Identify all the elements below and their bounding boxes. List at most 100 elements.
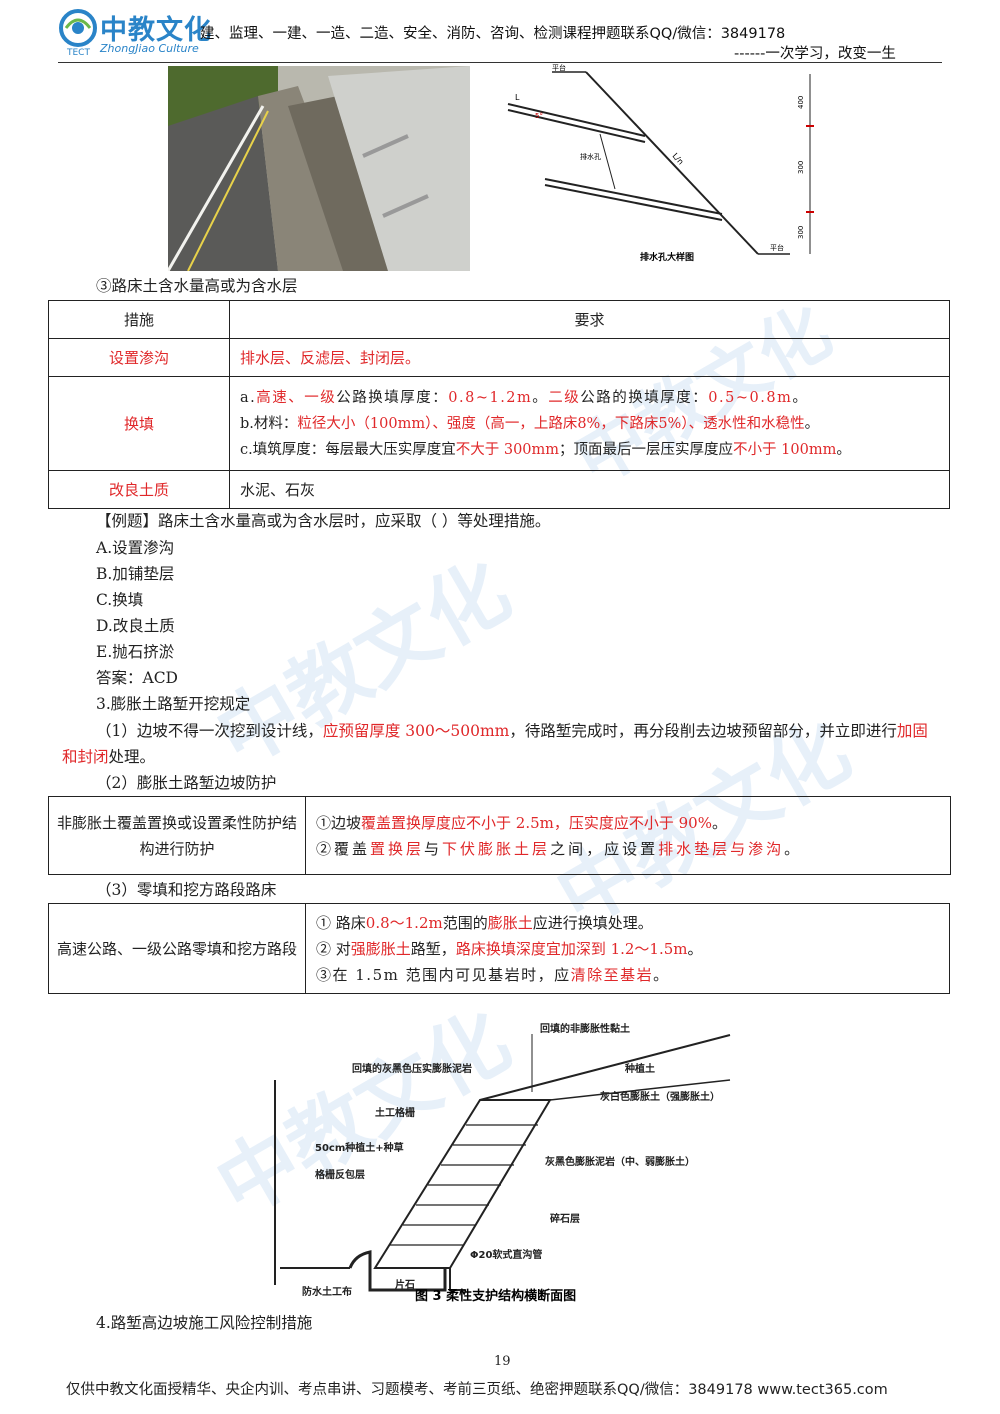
text-highlight: 膨胀土 [487, 913, 533, 932]
text: c.填筑厚度：每层最大压实厚度宜 [240, 441, 456, 458]
diagram2-label: 种植土 [624, 1062, 655, 1075]
text: 。 [653, 965, 670, 984]
section3-sub3: （3）零填和挖方路段路床 [96, 881, 277, 899]
example-option: C.换填 [96, 591, 144, 609]
diagram2-label: 回填的非膨胀性黏土 [540, 1022, 630, 1035]
diagram2-label: 格栅反包层 [315, 1168, 365, 1181]
text-highlight: 强膨胀土 [350, 939, 411, 958]
text-highlight: 0.8～1.2m [365, 913, 443, 932]
logo-english: ZhongJiao Culture [100, 42, 199, 55]
water-content-table: 措施 要求 设置渗沟 排水层、反滤层、封闭层。 换填 a.高速、一级公路换填厚度… [48, 300, 950, 509]
text: a. [240, 389, 257, 406]
section4-title: 4.路堑高边坡施工风险控制措施 [96, 1314, 313, 1332]
example-option: D.改良土质 [96, 617, 175, 635]
text: 应进行换填处理。 [532, 913, 653, 932]
replace-line-a: a.高速、一级公路换填厚度：0.8~1.2m。二级公路的换填厚度：0.5~0.8… [240, 385, 948, 411]
diagram2-label: 50cm种植土+种草 [315, 1141, 404, 1154]
table-cell-requirement: 排水层、反滤层、封闭层。 [229, 338, 950, 377]
zero-fill-table: 高速公路、一级公路零填和挖方路段 ① 路床0.8～1.2m范围的膨胀土应进行换填… [48, 903, 950, 994]
replace-line-c: c.填筑厚度：每层最大压实厚度宜不大于 300mm；顶面最后一层压实厚度应不小于… [240, 437, 948, 463]
diagram1-title: 排水孔大样图 [640, 251, 694, 263]
logo-text: 中教文化 [100, 15, 212, 46]
text: ①边坡 [316, 813, 362, 832]
diagram1-label: 平台 [552, 64, 566, 72]
text: 处理。 [108, 748, 156, 766]
text: ；顶面最后一层压实厚度应 [559, 441, 734, 458]
table-header-measure: 措施 [48, 300, 230, 339]
text: 。 [532, 389, 549, 406]
text-highlight: 不小于 100mm [733, 441, 837, 458]
text: 。 [687, 939, 703, 958]
table-cell-measure: 设置渗沟 [48, 338, 230, 377]
table-cell-left: 高速公路、一级公路零填和挖方路段 [48, 903, 306, 994]
text-highlight: 粒径大小（100mm）、强度（高一，上路床8%，下路床5%）、透水性和水稳性 [297, 415, 805, 432]
drain-hole-diagram: 平台 L 5° 排水孔 L/n 400 300 300 平台 排水孔大样图 [507, 64, 814, 263]
section3-sub2: （2）膨胀土路堑边坡防护 [96, 774, 277, 792]
section-water-heading: ③路床土含水量高或为含水层 [96, 277, 298, 295]
logo-sub: TECT [67, 48, 90, 58]
table-header-requirement: 要求 [229, 300, 950, 339]
section3-title: 3.膨胀土路堑开挖规定 [96, 695, 251, 713]
example-option: E.抛石挤淤 [96, 643, 175, 661]
table-cell-requirement: 水泥、石灰 [229, 470, 950, 509]
header-divider [58, 62, 942, 63]
text: b.材料： [240, 415, 298, 432]
text: 。 [784, 839, 803, 858]
diagram2-label: 土工格栅 [375, 1106, 415, 1119]
example-question: 【例题】路床土含水量高或为含水层时，应采取（ ）等处理措施。 [96, 512, 551, 530]
header-line1: 建、监理、一建、一造、二造、安全、消防、咨询、检测课程押题联系QQ/微信：384… [200, 26, 786, 42]
table-cell-measure: 改良土质 [48, 470, 230, 509]
text-highlight: 0.8~1.2m [448, 389, 533, 406]
text: 与 [424, 839, 443, 858]
text: 。 [804, 415, 820, 432]
replace-line-b: b.材料：粒径大小（100mm）、强度（高一，上路床8%，下路床5%）、透水性和… [240, 411, 948, 437]
text: 之间，应设置 [550, 839, 659, 858]
header-line2: ------一次学习，改变一生 [734, 46, 896, 62]
diagram2-label: 防水土工布 [302, 1285, 352, 1298]
text: （1）边坡不得一次挖到设计线， [96, 722, 323, 740]
diagram2-label: 回填的灰黑色压实膨胀泥岩 [352, 1062, 472, 1075]
table-cell-requirement: a.高速、一级公路换填厚度：0.8~1.2m。二级公路的换填厚度：0.5~0.8… [229, 376, 950, 471]
text-highlight: 覆盖置换厚度应不小于 2.5m，压实度应不小于 90% [361, 813, 712, 832]
text: ① 路床 [316, 913, 366, 932]
diagram1-label: 300 [797, 226, 805, 239]
line: ③在 1.5m 范围内可见基岩时，应清除至基岩。 [316, 962, 948, 988]
flexible-support-diagram: 回填的非膨胀性黏土 回填的灰黑色压实膨胀泥岩 种植土 灰白色膨胀土（强膨胀土） … [274, 1022, 731, 1304]
diagram2-label: Φ20软式直沟管 [470, 1248, 542, 1261]
text-highlight: 加固和封闭 [62, 722, 928, 766]
text-highlight: 路床换填深度宜加深到 1.2～1.5m [455, 939, 688, 958]
text: ② 对 [316, 939, 351, 958]
text-highlight: 清除至基岩 [570, 965, 654, 984]
diagram2-label: 灰黑色膨胀泥岩（中、弱膨胀土） [545, 1155, 695, 1168]
expansive-slope-table: 非膨胀土覆盖置换或设置柔性防护结构进行防护 ①边坡覆盖置换厚度应不小于 2.5m… [48, 796, 951, 875]
line: ①边坡覆盖置换厚度应不小于 2.5m，压实度应不小于 90%。 [316, 810, 949, 836]
text: ，待路堑完成时，再分段削去边坡预留部分，并立即进行 [509, 722, 897, 740]
table-cell-measure: 换填 [48, 376, 230, 471]
text: ③在 1.5m 范围内可见基岩时，应 [316, 965, 571, 984]
diagram1-label: 5° [535, 112, 543, 120]
diagram2-label: 片石 [395, 1278, 415, 1291]
text-highlight: 0.5~0.8m [708, 389, 793, 406]
example-option: B.加铺垫层 [96, 565, 175, 583]
diagram1-label: 排水孔 [580, 152, 601, 161]
diagram1-label: L [515, 93, 520, 102]
text-highlight: 置换层 [370, 839, 425, 858]
example-option: A.设置渗沟 [96, 539, 175, 557]
text-highlight: 排水垫层与渗沟 [658, 839, 785, 858]
page-number: 19 [494, 1354, 511, 1369]
table-cell-left: 非膨胀土覆盖置换或设置柔性防护结构进行防护 [48, 796, 306, 875]
diagram2-label: 灰白色膨胀土（强膨胀土） [600, 1090, 720, 1103]
line: ②覆盖置换层与下伏膨胀土层之间，应设置排水垫层与渗沟。 [316, 836, 949, 862]
text-highlight: 高速、一级 [256, 389, 337, 406]
line: ① 路床0.8～1.2m范围的膨胀土应进行换填处理。 [316, 910, 948, 936]
text-highlight: 下伏膨胀土层 [442, 839, 551, 858]
diagram2-caption: 图 3 柔性支护结构横断面图 [415, 1288, 576, 1304]
section3-paragraph1: （1）边坡不得一次挖到设计线，应预留厚度 300～500mm，待路堑完成时，再分… [62, 718, 942, 770]
logo-globe-icon [59, 9, 97, 47]
diagram1-label: 平台 [770, 243, 784, 252]
text: 公路换填厚度： [336, 389, 449, 406]
diagram1-label: 300 [797, 161, 805, 174]
table-cell-right: ①边坡覆盖置换厚度应不小于 2.5m，压实度应不小于 90%。 ②覆盖置换层与下… [305, 796, 951, 875]
text: 路堑， [410, 939, 456, 958]
diagram1-label: 400 [797, 96, 805, 109]
